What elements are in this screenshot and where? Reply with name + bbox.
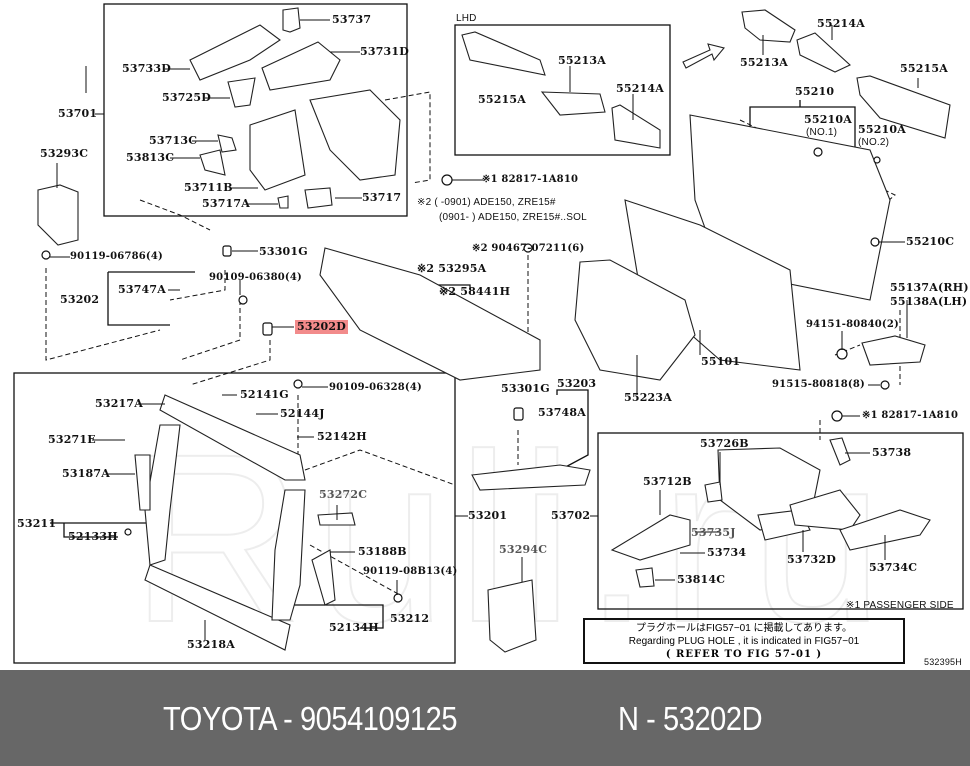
- plug-hole-note: プラグホールはFIG57−01 に掲載してあります。 Regarding PLU…: [583, 618, 905, 664]
- part-label-53814C[interactable]: 53814C: [677, 573, 726, 586]
- part-label-53203[interactable]: 53203: [557, 377, 597, 390]
- part-label-53737[interactable]: 53737: [332, 13, 372, 26]
- part-label-53202[interactable]: 53202: [60, 293, 100, 306]
- plug-hole-note-japanese: プラグホールはFIG57−01 に掲載してあります。: [636, 623, 852, 634]
- part-label-90119-06786[interactable]: 90119-06786(4): [70, 251, 163, 262]
- footer-brand-part-number: TOYOTA - 9054109125: [163, 700, 458, 737]
- part-label-53748A[interactable]: 53748A: [538, 406, 587, 419]
- part-sub-55210A-no2: (NO.2): [858, 137, 890, 148]
- part-label-53201[interactable]: 53201: [468, 509, 508, 522]
- parts-diagram: Ruli.ru: [13, 3, 969, 673]
- part-label-53187A[interactable]: 53187A: [62, 467, 111, 480]
- group-box-53701: [103, 3, 408, 217]
- part-label-53701[interactable]: 53701: [58, 107, 98, 120]
- part-label-53717A[interactable]: 53717A: [202, 197, 251, 210]
- part-label-53712B[interactable]: 53712B: [643, 475, 692, 488]
- part-label-55223A[interactable]: 55223A: [624, 391, 673, 404]
- part-label-53734C[interactable]: 53734C: [869, 561, 918, 574]
- part-label-55213A-lhd[interactable]: 55213A: [558, 54, 607, 67]
- part-label-55214A[interactable]: 55214A: [817, 17, 866, 30]
- part-label-53735J[interactable]: 53735J: [691, 526, 736, 539]
- part-label-53301G-top[interactable]: 53301G: [259, 245, 308, 258]
- part-label-55210A-no2[interactable]: 55210A: [858, 123, 907, 136]
- part-label-55214A-lhd[interactable]: 55214A: [616, 82, 665, 95]
- group-box-53201: [13, 372, 456, 664]
- part-label-53738[interactable]: 53738: [872, 446, 912, 459]
- part-label-53726B[interactable]: 53726B: [700, 437, 749, 450]
- part-label-55210[interactable]: 55210: [795, 85, 835, 98]
- part-label-55210A-no1[interactable]: 55210A: [804, 113, 853, 126]
- part-label-53295A[interactable]: ※2 53295A: [417, 262, 487, 275]
- part-label-55215A-lhd[interactable]: 55215A: [478, 93, 527, 106]
- part-label-53732D[interactable]: 53732D: [787, 553, 837, 566]
- part-label-58441H[interactable]: ※2 58441H: [439, 285, 511, 298]
- part-label-53217A[interactable]: 53217A: [95, 397, 144, 410]
- part-label-82817-right[interactable]: ※1 82817-1A810: [862, 410, 959, 421]
- part-label-53702[interactable]: 53702: [551, 509, 591, 522]
- part-label-55213A[interactable]: 55213A: [740, 56, 789, 69]
- part-label-53202D-highlighted[interactable]: 53202D: [295, 320, 349, 334]
- lhd-label: LHD: [456, 13, 477, 24]
- group-box-53702: [597, 432, 964, 610]
- part-label-53301G-mid[interactable]: 53301G: [501, 382, 550, 395]
- part-label-52144J[interactable]: 52144J: [280, 407, 325, 420]
- part-label-53725D[interactable]: 53725D: [162, 91, 212, 104]
- part-label-90109-06380[interactable]: 90109-06380(4): [209, 272, 302, 283]
- part-label-52142H[interactable]: 52142H: [317, 430, 367, 443]
- part-label-53813C[interactable]: 53813C: [126, 151, 175, 164]
- part-label-91515[interactable]: 91515-80818(8): [772, 379, 865, 390]
- part-label-53211[interactable]: 53211: [17, 517, 57, 530]
- part-footer-bar: TOYOTA - 9054109125 N - 53202D: [0, 670, 970, 766]
- part-label-52134H[interactable]: 52134H: [329, 621, 379, 634]
- part-label-53734[interactable]: 53734: [707, 546, 747, 559]
- part-label-53272C[interactable]: 53272C: [319, 488, 368, 501]
- part-label-53731D[interactable]: 53731D: [360, 45, 410, 58]
- part-label-53293C[interactable]: 53293C: [40, 147, 89, 160]
- part-label-94151[interactable]: 94151-80840(2): [806, 319, 899, 330]
- part-label-82817-top[interactable]: ※1 82817-1A810: [482, 174, 579, 185]
- part-label-52141G[interactable]: 52141G: [240, 388, 289, 401]
- part-label-53212[interactable]: 53212: [390, 612, 430, 625]
- part-sub-55210A-no1: (NO.1): [806, 127, 838, 138]
- part-label-90109-06328[interactable]: 90109-06328(4): [329, 382, 422, 393]
- part-label-55137A[interactable]: 55137A(RH): [890, 281, 969, 294]
- diagram-code: 532395H: [924, 657, 962, 667]
- applicability-note-line2: (0901- ) ADE150, ZRE15#..SOL: [439, 212, 587, 223]
- plug-hole-note-english: Regarding PLUG HOLE , it is indicated in…: [628, 636, 860, 647]
- part-label-90119-08B13[interactable]: 90119-08B13(4): [363, 566, 458, 577]
- footer-reference-number: N - 53202D: [618, 700, 763, 737]
- part-label-53294C[interactable]: 53294C: [499, 543, 548, 556]
- part-label-52133H[interactable]: 52133H: [68, 530, 118, 543]
- applicability-note-line1: ※2 ( -0901) ADE150, ZRE15#: [417, 197, 556, 208]
- passenger-side-note: ※1 PASSENGER SIDE: [846, 600, 954, 611]
- part-label-55101[interactable]: 55101: [701, 355, 741, 368]
- diagram-artwork: [13, 3, 964, 664]
- part-label-55210C[interactable]: 55210C: [906, 235, 955, 248]
- plug-hole-note-refer[interactable]: ( REFER TO FIG 57-01 ): [665, 649, 823, 660]
- part-label-53218A[interactable]: 53218A: [187, 638, 236, 651]
- part-label-53717[interactable]: 53717: [362, 191, 402, 204]
- part-label-53711B[interactable]: 53711B: [184, 181, 233, 194]
- part-label-53188B[interactable]: 53188B: [358, 545, 407, 558]
- part-label-53271E[interactable]: 53271E: [48, 433, 96, 446]
- group-box-lhd: [454, 24, 671, 156]
- part-label-55215A[interactable]: 55215A: [900, 62, 949, 75]
- part-label-53747A[interactable]: 53747A: [118, 283, 167, 296]
- part-label-55138A[interactable]: 55138A(LH): [890, 295, 968, 308]
- part-label-53713C[interactable]: 53713C: [149, 134, 198, 147]
- part-label-53733D[interactable]: 53733D: [122, 62, 172, 75]
- part-label-90467[interactable]: ※2 90467-07211(6): [472, 243, 585, 254]
